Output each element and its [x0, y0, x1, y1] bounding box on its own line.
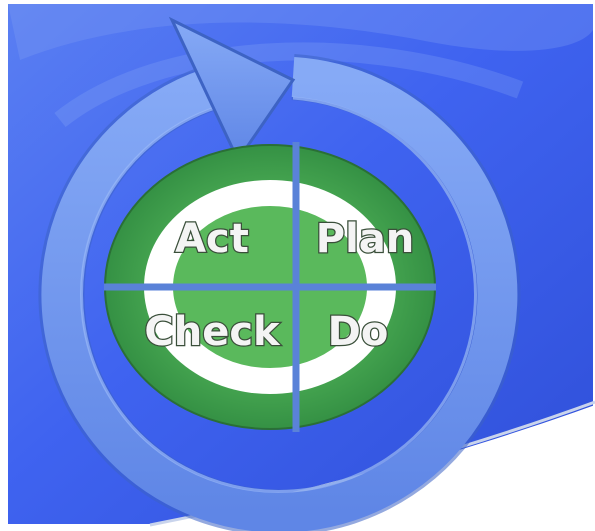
- background-swoosh: [54, 42, 524, 128]
- quadrant-label-check: Check: [144, 309, 281, 355]
- quadrant-label-act: Act: [175, 216, 249, 262]
- quadrant-label-plan: Plan: [316, 216, 415, 262]
- page-curl: [120, 405, 595, 531]
- background-highlight: [8, 4, 593, 60]
- cycle-arrow: [38, 16, 521, 531]
- quadrant-label-do: Do: [328, 309, 389, 355]
- pdca-core: [104, 142, 436, 432]
- cycle-arrow-head: [168, 16, 296, 164]
